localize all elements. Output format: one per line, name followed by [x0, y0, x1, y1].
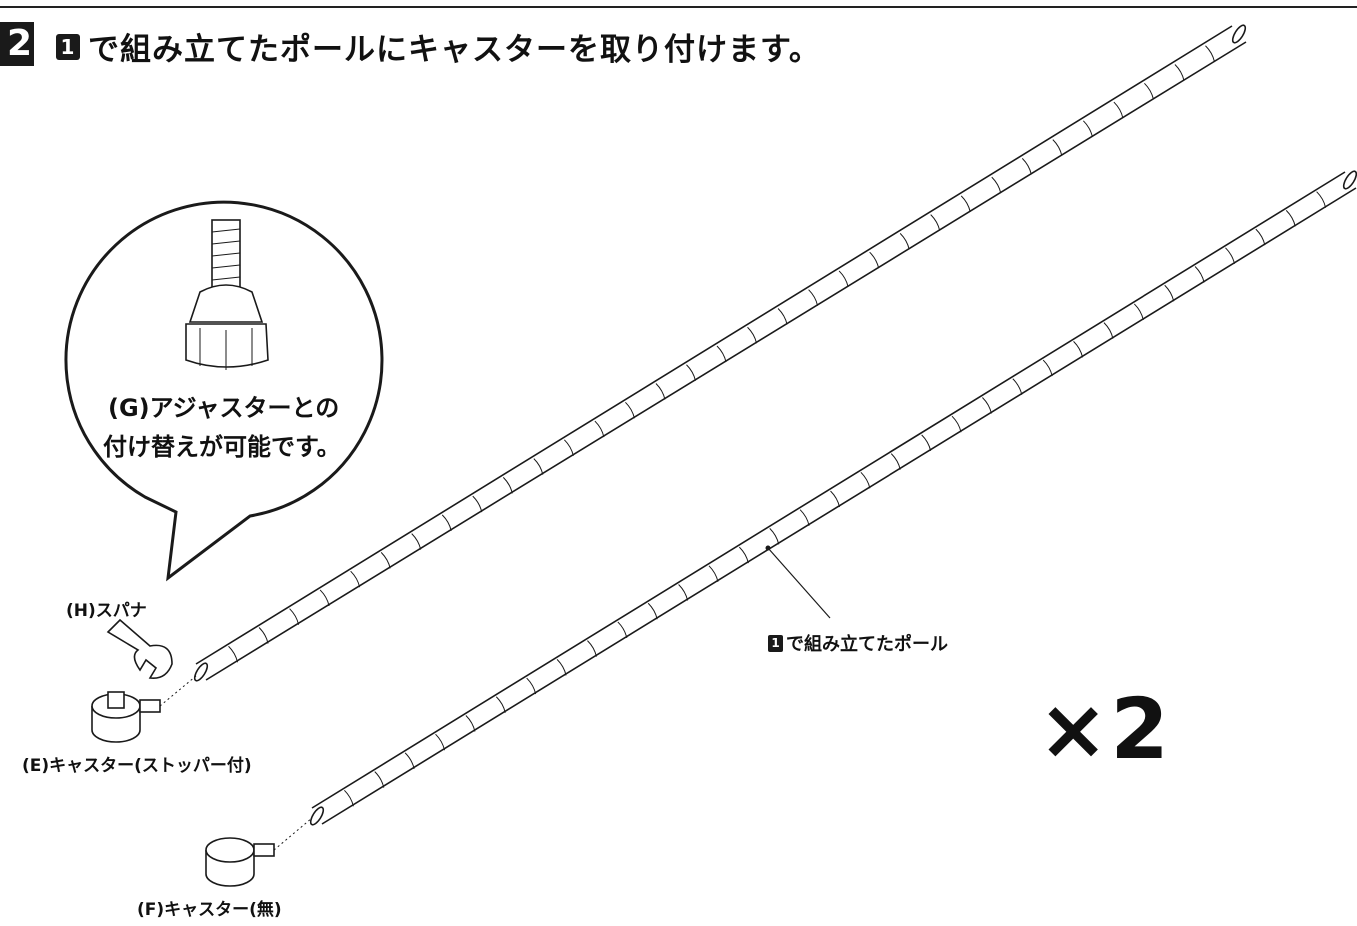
pole-groove [1042, 359, 1053, 377]
pole-groove [374, 771, 385, 788]
step-reference-badge: 1 [56, 33, 80, 60]
pole-groove [930, 214, 941, 231]
pole-groove [1144, 82, 1154, 100]
pole-groove [647, 602, 658, 620]
pole-groove [441, 514, 452, 531]
pole-groove [1205, 45, 1215, 62]
pole-groove [860, 471, 871, 489]
pole-groove [678, 584, 689, 601]
callout-leader [767, 547, 831, 619]
caster-stopper-icon [91, 675, 197, 743]
pole-groove [869, 251, 880, 269]
quantity-multiplier: ×2 [1038, 680, 1171, 778]
pole-groove [747, 326, 758, 344]
top-rule [0, 6, 1357, 8]
pole-icon [309, 170, 1357, 826]
pole-groove [465, 715, 476, 732]
pole-groove [1316, 191, 1327, 208]
pole-groove [899, 233, 910, 250]
spanner-label: (H)スパナ [66, 601, 147, 621]
step-number-badge: 2 [0, 22, 34, 66]
pole-groove [1113, 101, 1124, 119]
pole-groove [411, 533, 422, 550]
pole-groove [563, 439, 574, 456]
pole-groove [951, 415, 962, 433]
pole-groove [1164, 284, 1175, 302]
pole-callout: 1 で組み立てたポール [768, 630, 948, 656]
pole-groove [594, 420, 605, 438]
pole-icon [193, 24, 1247, 682]
pole-groove [982, 397, 992, 414]
pole-groove [587, 640, 597, 657]
pole-groove [495, 696, 506, 713]
pole-groove [1103, 322, 1114, 339]
pole-groove [716, 345, 727, 363]
pole-groove [617, 621, 628, 639]
pole-groove [655, 383, 666, 400]
pole-groove [830, 490, 840, 508]
pole-groove [1133, 303, 1144, 321]
pole-groove [808, 289, 819, 306]
pole-groove [472, 495, 483, 513]
pole-groove [404, 752, 415, 769]
pole-groove [686, 364, 696, 381]
pole-groove [708, 565, 719, 582]
pole-callout-text: で組み立てたポール [786, 634, 948, 655]
pole-groove [435, 733, 446, 751]
pole-groove [625, 401, 635, 419]
pole-groove [1073, 340, 1084, 358]
pole-groove [799, 509, 810, 526]
bubble-line-1: (G)アジャスターとの [108, 394, 340, 422]
pole-groove [228, 645, 239, 663]
caster-stopper-label: (E)キャスター(ストッパー付) [22, 756, 252, 776]
pole-groove [344, 789, 354, 807]
pole-groove [350, 570, 361, 588]
spanner-icon [106, 618, 173, 680]
pole-groove [1052, 139, 1063, 156]
pole-groove [769, 528, 780, 545]
pole-groove [556, 658, 567, 676]
pole-groove [502, 476, 513, 494]
pole-groove [738, 546, 749, 564]
callout-reference-badge: 1 [768, 634, 783, 652]
pole-groove [921, 434, 932, 451]
page-title-text: で組み立てたポールにキャスターを取り付けます。 [88, 32, 821, 68]
pole-groove [991, 176, 1002, 194]
pole-groove [960, 195, 971, 212]
bubble-line-2: 付け替えが可能です。 [103, 433, 341, 461]
pole-groove [838, 270, 849, 288]
page-title: 1 で組み立てたポールにキャスターを取り付けます。 [56, 24, 821, 69]
pole-groove [1174, 64, 1185, 81]
pole-groove [1225, 247, 1235, 264]
speech-bubble [64, 200, 384, 582]
adjuster-icon [185, 219, 269, 370]
pole-groove [890, 453, 901, 470]
pole-groove [258, 627, 269, 644]
caster-plain-icon [205, 817, 313, 887]
pole-groove [1194, 266, 1205, 283]
pole-groove [1285, 210, 1296, 227]
pole-groove [319, 589, 330, 607]
pole-groove [1012, 378, 1023, 395]
pole-groove [526, 677, 537, 695]
pole-groove [380, 552, 391, 569]
pole-groove [289, 608, 300, 625]
caster-plain-label: (F)キャスター(無) [137, 900, 282, 920]
pole-groove [777, 308, 788, 325]
pole-groove [1082, 120, 1093, 137]
pole-groove [533, 458, 544, 475]
pole-groove [1021, 157, 1032, 175]
pole-groove [1255, 228, 1266, 246]
